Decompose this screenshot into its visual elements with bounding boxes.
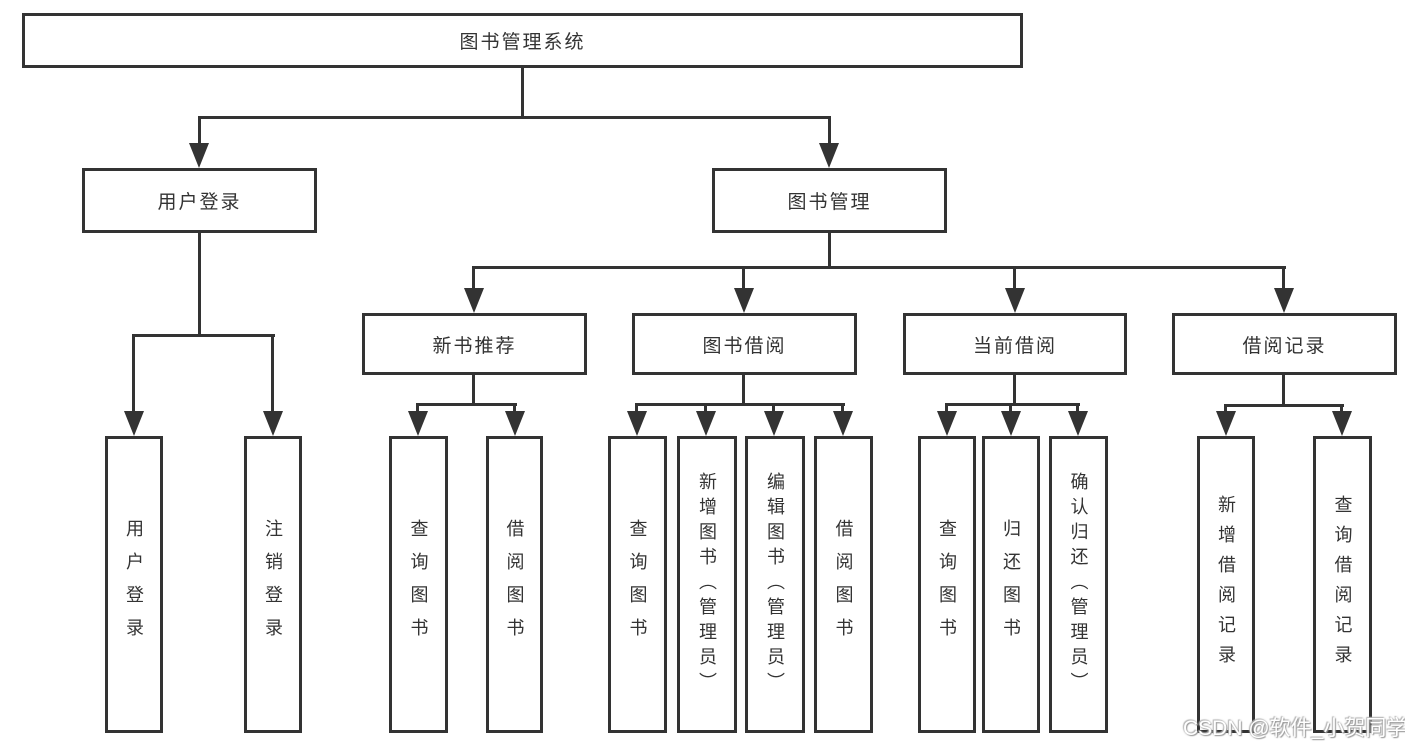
connector-line — [1076, 403, 1079, 413]
connector-line — [198, 233, 201, 337]
node-label: 新书推荐 — [432, 335, 517, 357]
connector-line — [1224, 404, 1227, 413]
arrow-down-icon — [819, 143, 839, 168]
arrow-down-icon — [1274, 288, 1294, 313]
connector-line — [828, 118, 831, 146]
leaf-label: 新增图书（管理员） — [697, 472, 717, 697]
node-library-management-system: 图书管理系统 — [22, 13, 1023, 68]
arrow-down-icon — [1068, 411, 1088, 436]
connector-line — [198, 118, 201, 146]
arrow-down-icon — [408, 411, 428, 436]
connector-line — [1282, 268, 1285, 290]
leaf-label: 新增借阅记录 — [1216, 494, 1236, 675]
node-label: 图书管理 — [787, 192, 872, 213]
connector-line — [945, 403, 948, 413]
leaf-label: 确认归还（管理员） — [1068, 472, 1089, 697]
leaf-query-books-recommend: 查询图书 — [389, 436, 448, 733]
leaf-borrow-books-recommend: 借阅图书 — [486, 436, 543, 733]
arrow-down-icon — [696, 411, 716, 436]
csdn-watermark: CSDN @软件_小贺同学 — [1183, 717, 1405, 740]
leaf-query-books-borrowing: 查询图书 — [608, 436, 667, 733]
connector-line — [1013, 268, 1016, 290]
connector-line — [416, 403, 517, 406]
leaf-label: 查询借阅记录 — [1332, 494, 1353, 675]
node-book-borrowing: 图书借阅 — [632, 313, 857, 375]
leaf-label: 查询图书 — [408, 518, 429, 651]
arrow-down-icon — [263, 411, 283, 436]
connector-line — [841, 403, 844, 413]
leaf-add-borrow-record: 新增借阅记录 — [1197, 436, 1255, 733]
connector-line — [472, 266, 1286, 269]
connector-line — [416, 403, 419, 413]
arrow-down-icon — [1001, 411, 1021, 436]
arrow-down-icon — [505, 411, 525, 436]
arrow-down-icon — [764, 411, 784, 436]
leaf-label: 编辑图书（管理员） — [765, 472, 785, 697]
connector-line — [1013, 375, 1016, 406]
arrow-down-icon — [833, 411, 853, 436]
arrow-down-icon — [627, 411, 647, 436]
connector-line — [828, 233, 831, 269]
leaf-label: 归还图书 — [1001, 518, 1021, 651]
connector-line — [1009, 403, 1012, 413]
node-borrowing-records: 借阅记录 — [1172, 313, 1397, 375]
leaf-edit-books-admin: 编辑图书（管理员） — [745, 436, 805, 733]
node-label: 借阅记录 — [1242, 335, 1327, 357]
arrow-down-icon — [189, 143, 209, 168]
connector-line — [1282, 375, 1285, 407]
leaf-label: 注销登录 — [263, 518, 283, 651]
leaf-label: 查询图书 — [937, 518, 957, 651]
connector-line — [772, 403, 775, 413]
connector-line — [1224, 404, 1344, 407]
node-label: 图书借阅 — [702, 335, 787, 357]
leaf-label: 借阅图书 — [504, 518, 525, 651]
connector-line — [742, 375, 745, 406]
arrow-down-icon — [734, 288, 754, 313]
connector-line — [472, 268, 475, 290]
connector-line — [742, 268, 745, 290]
leaf-return-books: 归还图书 — [982, 436, 1040, 733]
leaf-borrow-books: 借阅图书 — [814, 436, 873, 733]
node-current-borrowing: 当前借阅 — [903, 313, 1127, 375]
leaf-query-books-current: 查询图书 — [918, 436, 976, 733]
connector-line — [271, 334, 274, 412]
connector-line — [704, 403, 707, 413]
connector-line — [945, 403, 1080, 406]
leaf-user-login: 用户登录 — [105, 436, 163, 733]
node-user-login: 用户登录 — [82, 168, 317, 233]
leaf-label: 借阅图书 — [833, 518, 854, 651]
leaf-label: 查询图书 — [627, 518, 648, 651]
connector-line — [521, 68, 524, 118]
node-label: 当前借阅 — [972, 335, 1057, 357]
node-new-book-recommend: 新书推荐 — [362, 313, 587, 375]
leaf-query-borrow-record: 查询借阅记录 — [1313, 436, 1372, 733]
connector-line — [198, 116, 831, 119]
arrow-down-icon — [1216, 411, 1236, 436]
connector-line — [635, 403, 638, 413]
connector-line — [635, 403, 845, 406]
arrow-down-icon — [1005, 288, 1025, 313]
arrow-down-icon — [124, 411, 144, 436]
node-label: 用户登录 — [157, 192, 242, 213]
connector-line — [513, 403, 516, 413]
arrow-down-icon — [937, 411, 957, 436]
node-label: 图书管理系统 — [459, 32, 586, 53]
leaf-add-books-admin: 新增图书（管理员） — [677, 436, 737, 733]
connector-line — [132, 334, 275, 337]
leaf-logout: 注销登录 — [244, 436, 302, 733]
leaf-confirm-return-admin: 确认归还（管理员） — [1049, 436, 1108, 733]
connector-line — [132, 334, 135, 412]
arrow-down-icon — [464, 288, 484, 313]
node-book-management: 图书管理 — [712, 168, 947, 233]
connector-line — [472, 375, 475, 406]
arrow-down-icon — [1332, 411, 1352, 436]
leaf-label: 用户登录 — [124, 518, 144, 651]
connector-line — [1340, 404, 1343, 413]
